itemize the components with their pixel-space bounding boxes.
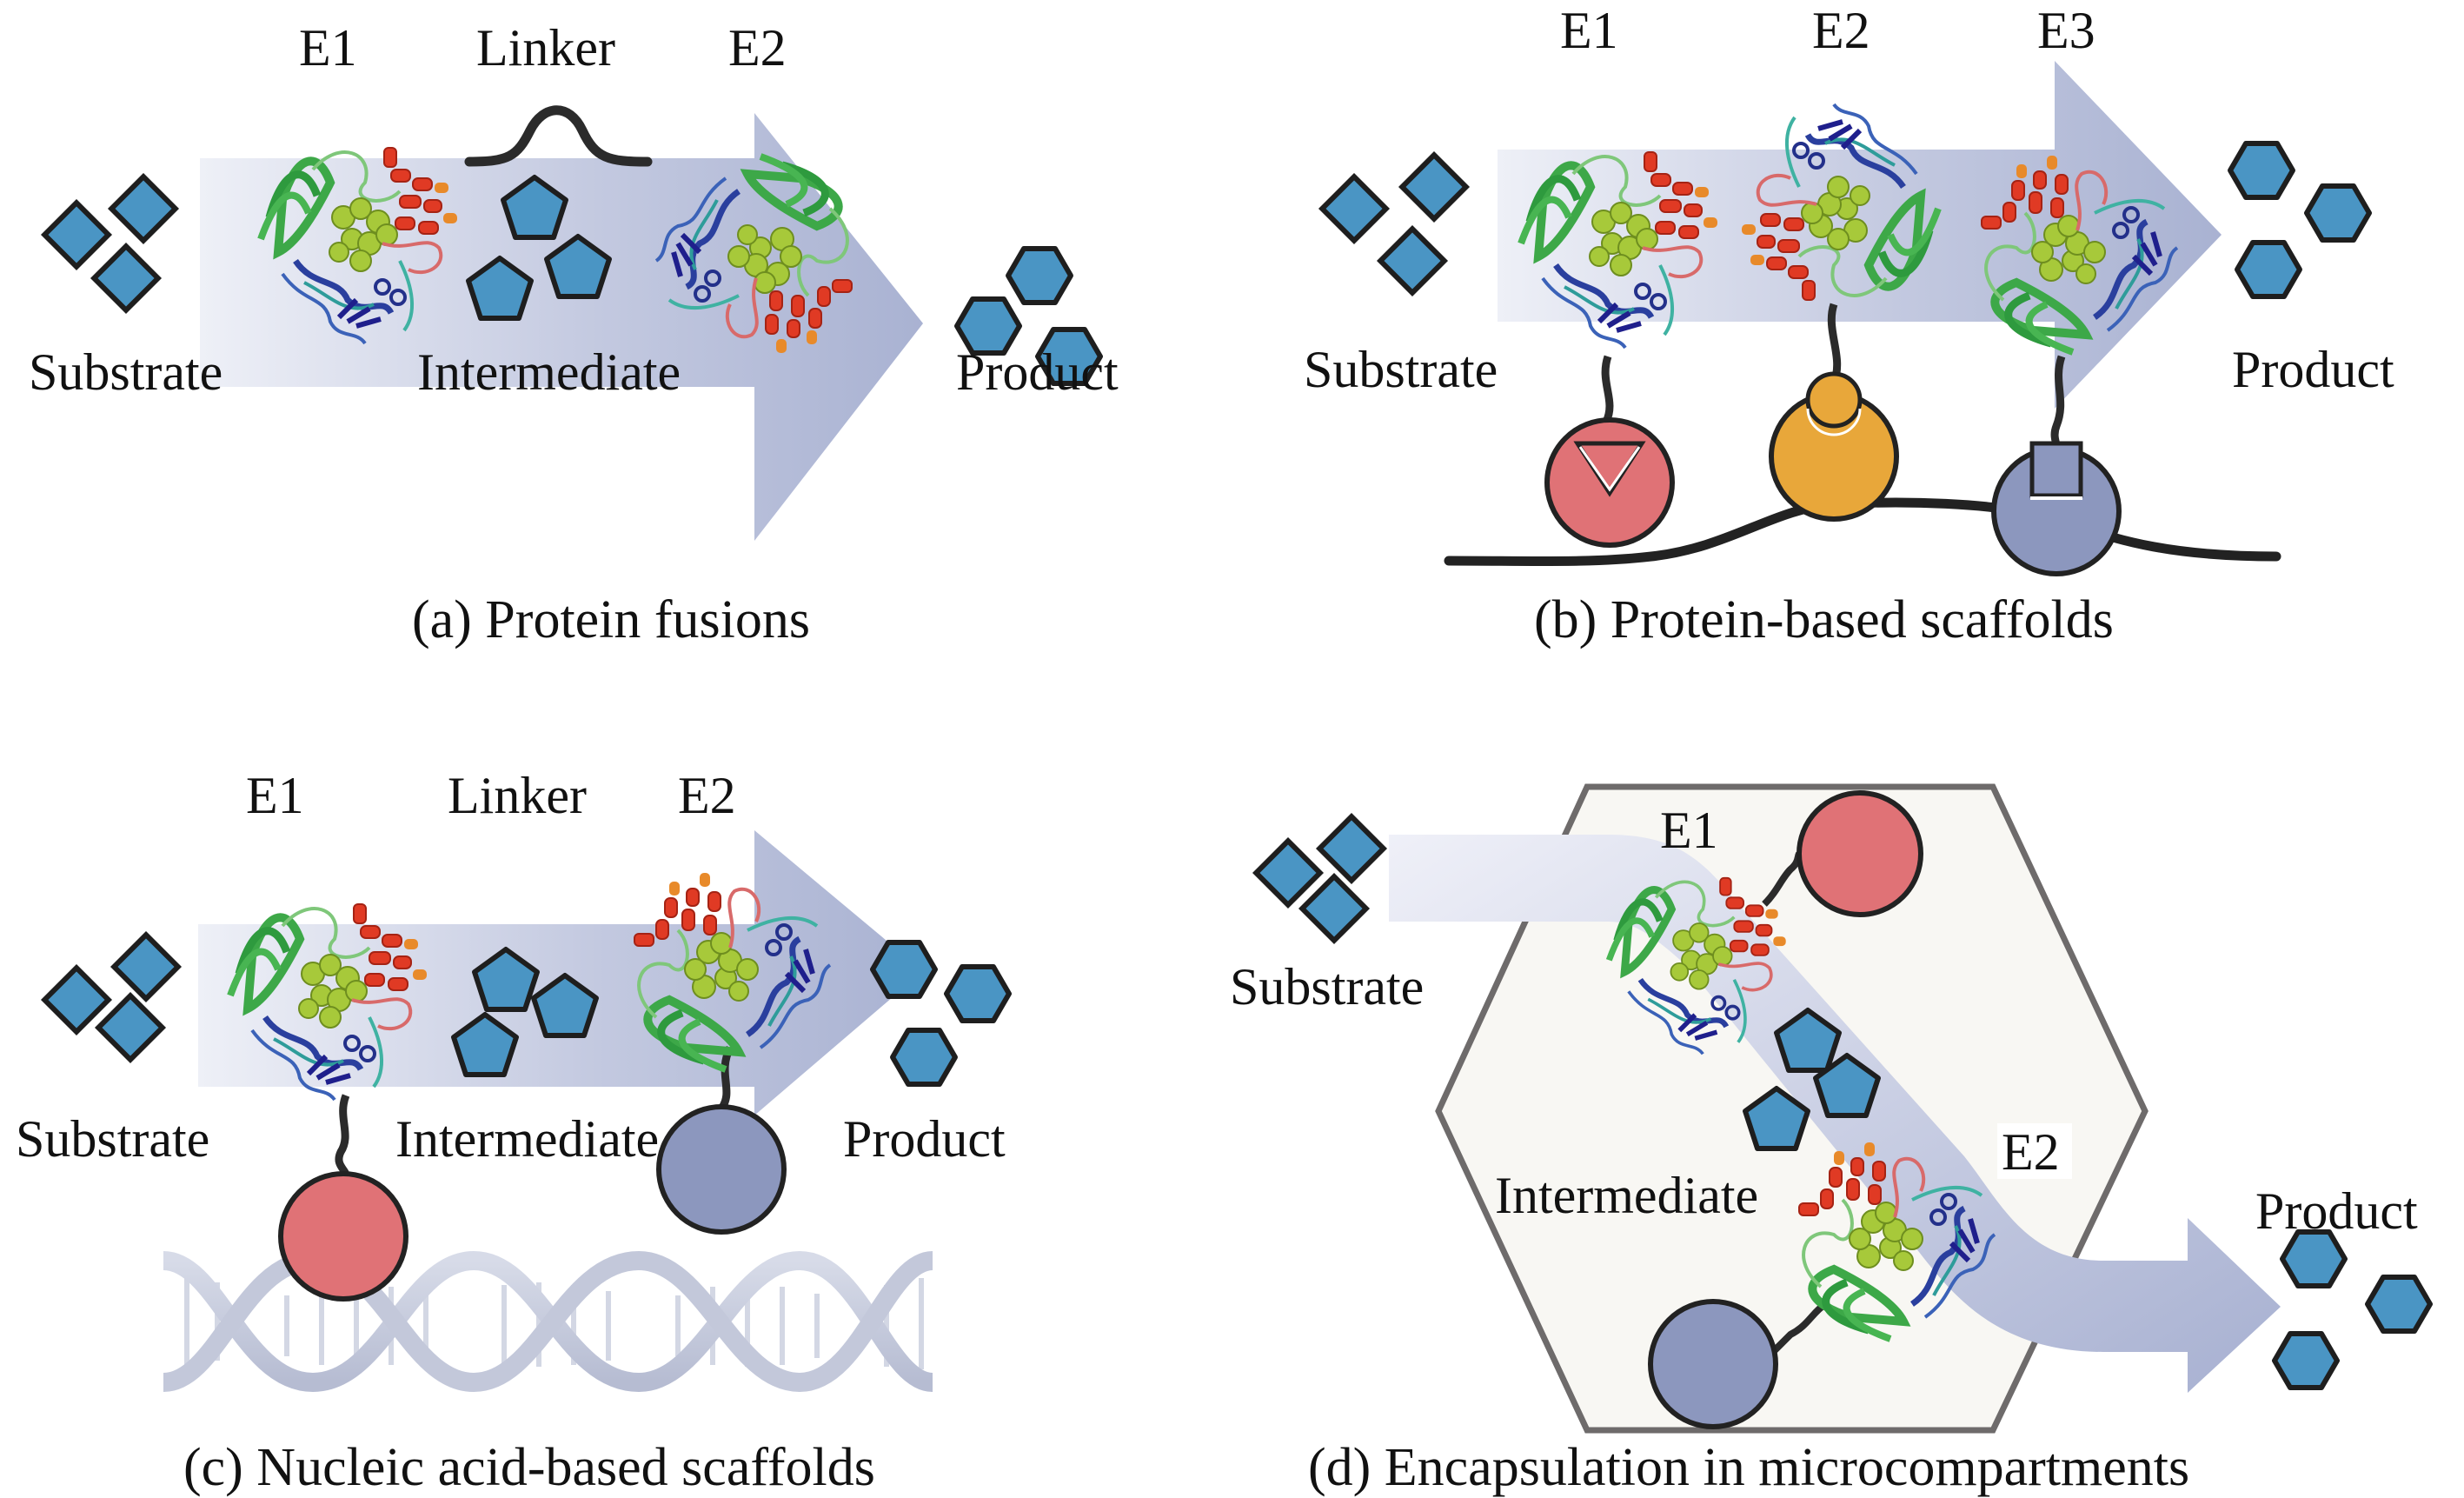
product-hexagon	[2237, 243, 2300, 296]
label-substrate: Substrate	[1230, 958, 1424, 1015]
label-substrate: Substrate	[29, 343, 222, 401]
label-e2: E2	[728, 19, 787, 77]
substrate-diamond	[1319, 816, 1384, 881]
label-e1: E1	[1560, 2, 1618, 59]
linker-chain	[464, 105, 653, 167]
anchor-e1-red	[1797, 790, 1923, 917]
product-hexagon	[2307, 186, 2369, 240]
substrate-diamond	[111, 176, 176, 241]
label-product: Product	[843, 1110, 1006, 1168]
substrate-molecules	[1256, 816, 1384, 941]
label-linker: Linker	[476, 19, 615, 77]
label-linker: Linker	[448, 767, 587, 824]
product-hexagon	[2275, 1334, 2337, 1388]
anchor-e2-orange	[1769, 371, 1899, 522]
substrate-diamond	[94, 246, 158, 310]
substrate-molecules	[44, 935, 178, 1060]
caption-c: (c) Nucleic acid-based scaffolds	[183, 1438, 875, 1497]
substrate-molecules	[1322, 155, 1466, 293]
label-product: Product	[956, 343, 1119, 401]
anchor-e1-red	[278, 1171, 408, 1302]
panel-d-microcompartment: E1 E2 Substrate Intermediate Product (d)…	[1230, 783, 2430, 1497]
label-intermediate: Intermediate	[1495, 1167, 1758, 1224]
caption-b: (b) Protein-based scaffolds	[1534, 590, 2114, 649]
caption-d: (d) Encapsulation in microcompartments	[1308, 1438, 2189, 1497]
substrate-diamond	[114, 935, 178, 999]
anchor-e3-blue	[1991, 441, 2122, 576]
substrate-diamond	[1256, 841, 1320, 905]
tether-e1	[335, 1094, 350, 1176]
label-e1: E1	[1660, 802, 1718, 859]
product-hexagon	[893, 1030, 955, 1084]
substrate-diamond	[1322, 176, 1386, 241]
label-product: Product	[2232, 341, 2394, 398]
label-substrate: Substrate	[1304, 341, 1498, 398]
panel-c-nucleic-acid-scaffolds: E1 Linker E2 Substrate Intermediate Prod…	[16, 767, 1009, 1497]
anchor-e2-blue	[1648, 1299, 1778, 1429]
caption-a: (a) Protein fusions	[412, 590, 810, 649]
product-hexagon	[1008, 249, 1071, 303]
label-e1: E1	[246, 767, 304, 824]
product-molecules	[873, 942, 1009, 1084]
label-e3: E3	[2037, 2, 2095, 59]
label-intermediate: Intermediate	[395, 1110, 659, 1168]
product-hexagon	[946, 967, 1009, 1021]
label-e1: E1	[299, 19, 357, 77]
product-hexagon	[873, 942, 935, 996]
label-product: Product	[2255, 1182, 2418, 1240]
product-hexagon	[2282, 1232, 2345, 1286]
substrate-diamond	[1380, 229, 1445, 293]
label-e2: E2	[1812, 2, 1870, 59]
label-substrate: Substrate	[16, 1110, 209, 1168]
product-hexagon	[2230, 143, 2293, 197]
dna-double-helix	[162, 1250, 934, 1393]
anchor-e2-blue	[656, 1104, 787, 1235]
product-molecules	[2230, 143, 2369, 296]
product-hexagon	[2368, 1277, 2430, 1331]
tether-e2	[1770, 1301, 1828, 1355]
substrate-diamond	[44, 203, 109, 267]
panel-b-protein-scaffolds: E1 E2 E3 Substrate Product (b) Protein-b…	[1304, 2, 2394, 649]
substrate-diamond	[44, 968, 109, 1032]
label-intermediate: Intermediate	[417, 343, 681, 401]
tether-e2	[718, 1045, 734, 1111]
anchor-e1-red	[1544, 417, 1675, 548]
label-e2-background	[1997, 1123, 2072, 1179]
substrate-diamond	[1402, 155, 1466, 219]
label-e2: E2	[678, 767, 736, 824]
panel-a-protein-fusions: E1 Linker E2 Substrate Intermediate Prod…	[29, 19, 1119, 649]
substrate-diamond	[98, 995, 163, 1060]
substrate-diamond	[1302, 876, 1366, 941]
substrate-molecules	[44, 176, 176, 310]
label-e2: E2	[2002, 1123, 2060, 1181]
product-molecules	[2275, 1232, 2430, 1388]
